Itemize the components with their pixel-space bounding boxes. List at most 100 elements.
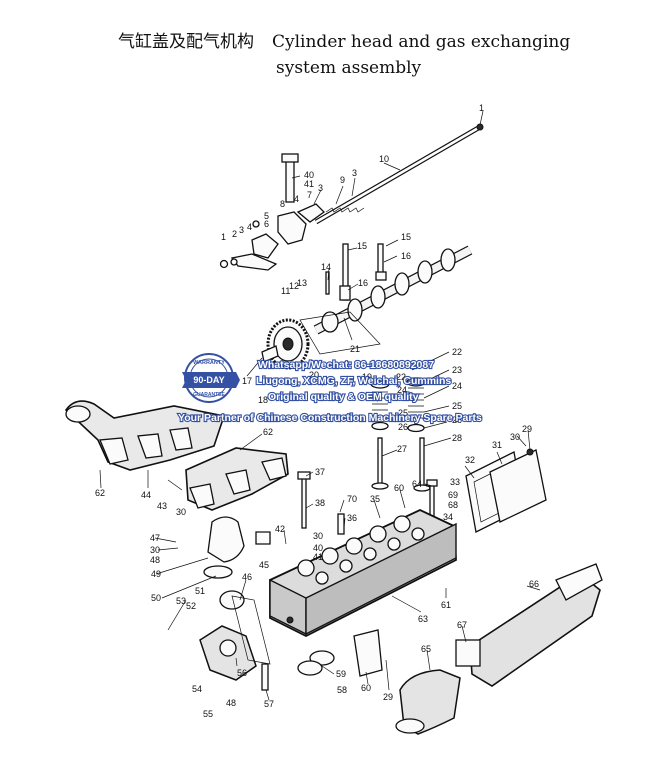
callout-22: 22 [396,372,406,382]
callout-5: 5 [264,211,269,221]
callout-25: 25 [398,408,408,418]
watermark-line-3: Original quality & OEM quality [268,391,419,403]
callout-60: 60 [361,683,371,693]
leader-lines [99,110,541,701]
callout-35: 35 [370,494,380,504]
callout-9: 9 [340,175,345,185]
callout-38: 38 [315,498,325,508]
callout-3: 3 [352,168,357,178]
watermark-line-2: Liugong, XCMG, ZF, Weichai, Cummins [256,375,451,387]
callout-14: 14 [321,262,331,272]
head-bolts [297,471,438,535]
rocker-shaft [314,123,484,225]
callout-68: 68 [448,500,458,510]
watermark-line-1: Whatsapp/Wechat: 86-18680892087 [258,359,434,371]
watermark: WARRANTY 90-DAY GUARANTEE Whatsapp/Wecha… [177,353,483,425]
callout-29: 29 [522,424,532,434]
callout-30: 30 [150,545,160,555]
callout-2: 2 [232,229,237,239]
camshaft-gear [261,318,310,370]
callout-12: 12 [289,281,299,291]
callout-22: 22 [452,347,462,357]
callout-32: 32 [465,455,475,465]
callout-15: 15 [401,232,411,242]
callout-54: 54 [192,684,202,694]
callout-62: 62 [263,427,273,437]
callout-42: 42 [275,524,285,534]
callout-20: 20 [309,370,319,380]
callout-48: 48 [150,555,160,565]
callout-19: 19 [362,372,372,382]
callout-24: 24 [397,385,407,395]
callout-25: 25 [452,401,462,411]
callout-30: 30 [176,507,186,517]
callout-27: 27 [397,444,407,454]
callout-10: 10 [379,154,389,164]
callout-41: 41 [304,179,314,189]
badge-mid-text: 90-DAY [193,375,224,385]
callout-26: 26 [452,415,462,425]
callout-40: 40 [304,170,314,180]
callout-labels: 1 10 3 9 40 41 3 7 4 8 5 6 4 1 2 3 15 15… [95,103,539,719]
callout-33: 33 [450,477,460,487]
cylinder-head [269,509,457,638]
badge-top-text: WARRANTY [193,360,225,366]
callout-64: 64 [412,479,422,489]
callout-62: 62 [95,488,105,498]
callout-26: 26 [398,422,408,432]
callout-48: 48 [226,698,236,708]
callout-3: 3 [239,225,244,235]
valve-springs [370,377,431,492]
exhaust-manifold-rear [64,400,226,471]
callout-47: 47 [150,533,160,543]
callout-13: 13 [297,278,307,288]
callout-51: 51 [195,586,205,596]
parts-drawing [64,123,603,735]
callout-55: 55 [203,709,213,719]
callout-52: 52 [186,601,196,611]
callout-43: 43 [157,501,167,511]
callout-56: 56 [237,668,247,678]
gasket-46 [231,595,271,665]
callout-46: 46 [242,572,252,582]
callout-23: 23 [452,365,462,375]
callout-8: 8 [280,199,285,209]
callout-17: 17 [242,376,252,386]
callout-18: 18 [258,395,268,405]
callout-40: 40 [313,543,323,553]
push-rods [325,243,387,301]
intake-manifold [455,563,603,687]
callout-37: 37 [315,467,325,477]
callout-30: 30 [510,432,520,442]
rocker-arm-assembly [219,153,326,271]
callout-70: 70 [347,494,357,504]
badge-bottom-text: GUARANTEE [193,392,225,398]
callout-53: 53 [176,596,186,606]
callout-50: 50 [151,593,161,603]
callout-67: 67 [457,620,467,630]
callout-4: 4 [247,222,252,232]
title-english-line-2: system assembly [276,58,422,78]
callout-11: 11 [281,286,290,296]
callout-1: 1 [479,103,484,113]
callout-1: 1 [221,232,226,242]
callout-16: 16 [358,278,368,288]
callout-16: 16 [401,251,411,261]
callout-6: 6 [264,219,269,229]
callout-30: 30 [313,531,323,541]
callout-44: 44 [141,490,151,500]
callout-29: 29 [383,692,393,702]
warranty-badge: WARRANTY 90-DAY GUARANTEE [182,353,240,403]
callout-24: 24 [452,381,462,391]
watermark-line-4: Your Partner of Chinese Construction Mac… [178,412,482,424]
side-covers [465,448,547,533]
callout-49: 49 [151,569,161,579]
callout-58: 58 [337,685,347,695]
callout-7: 7 [307,190,312,200]
callout-66: 66 [529,579,539,589]
seal-and-small-parts [255,531,383,677]
callout-3: 3 [318,183,323,193]
callout-69: 69 [448,490,458,500]
callout-45: 45 [259,560,269,570]
